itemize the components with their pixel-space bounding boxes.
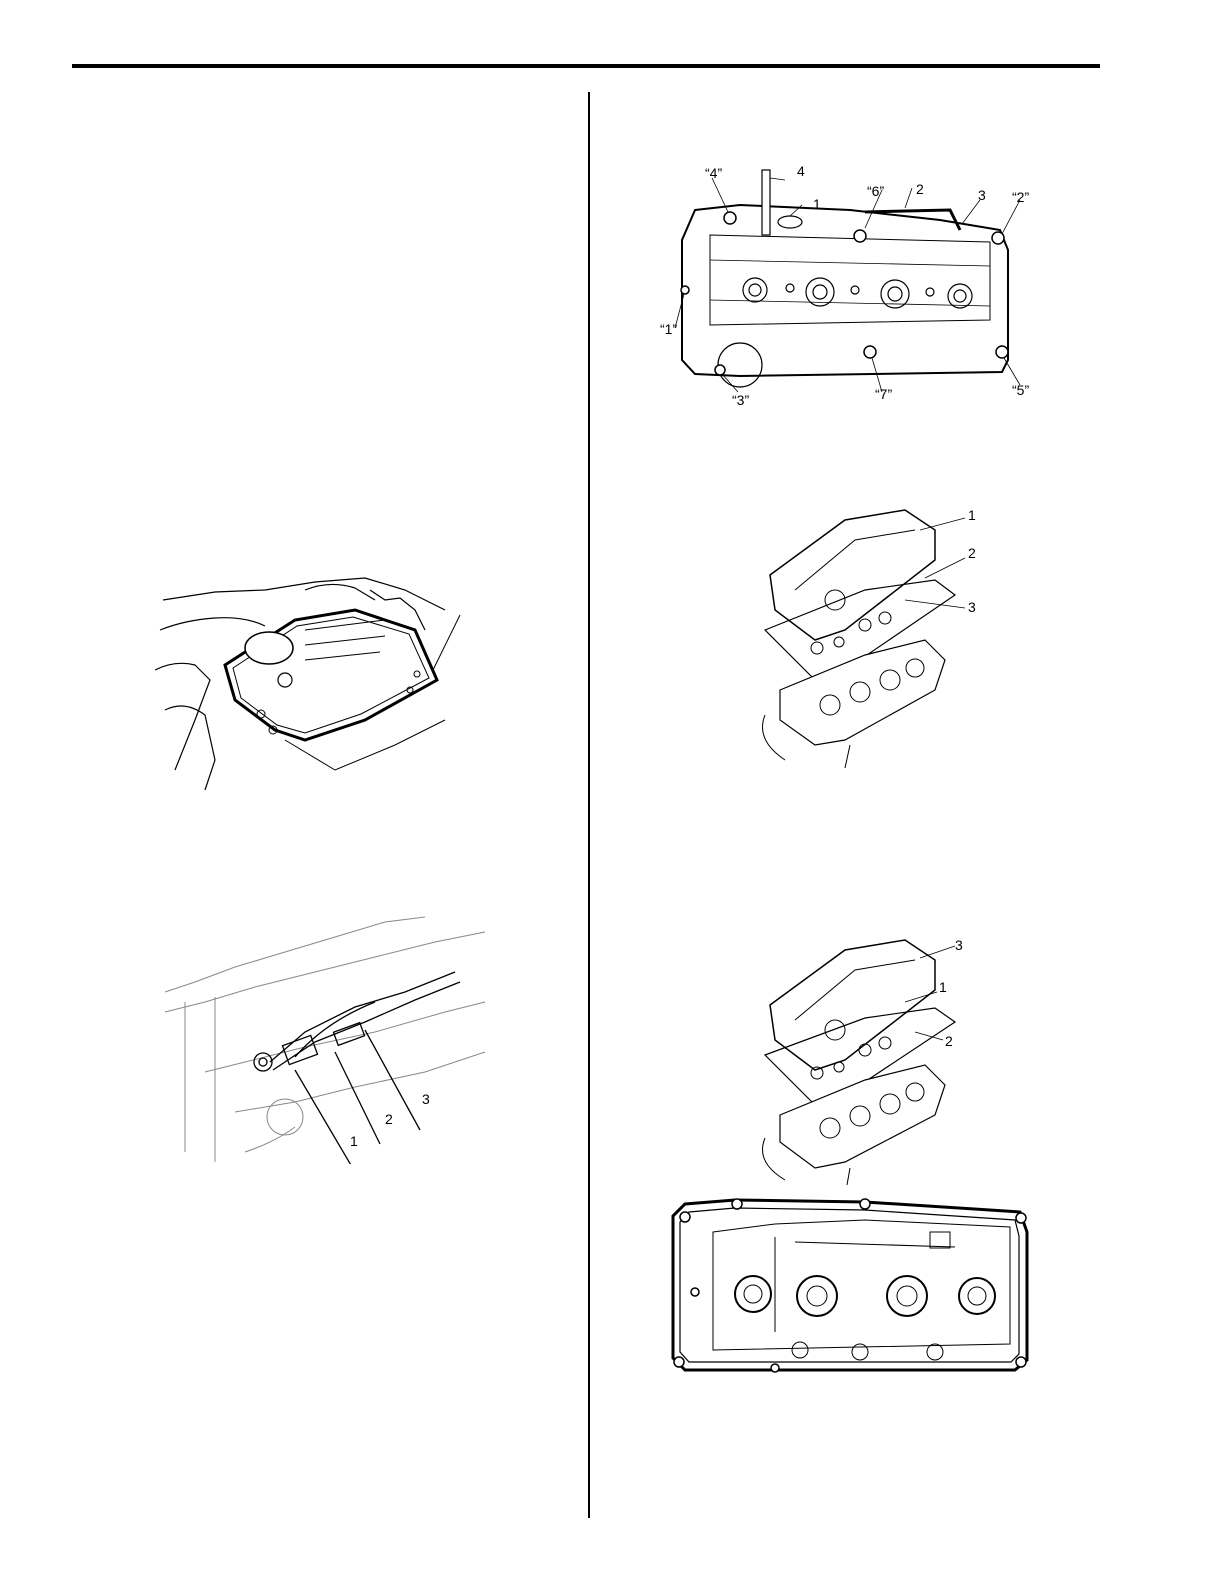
figure-bolt-tightening-sequence: 4 1 2 3 “4” “6” “2” “1” “3” “7” “5” [650, 160, 1040, 410]
figure-cover-gasket-removal: 1 2 3 [755, 500, 985, 768]
callout-2: 2 [385, 1112, 393, 1126]
figure-ignition-coil-harness: 1 2 3 [155, 912, 490, 1164]
callout-1: 1 [968, 508, 976, 522]
gasket-exploded-illustration-2 [755, 930, 985, 1185]
callout-2: 2 [945, 1034, 953, 1048]
callout-3: 3 [955, 938, 963, 952]
bolt-order-1: “1” [660, 322, 677, 336]
callout-4: 4 [797, 164, 805, 178]
callout-2: 2 [968, 546, 976, 560]
engine-cover-illustration [155, 570, 475, 795]
callout-1: 1 [939, 980, 947, 994]
figure-cover-underside-gasket-groove [665, 1192, 1035, 1378]
coil-harness-illustration [155, 912, 490, 1164]
bolt-order-5: “5” [1012, 383, 1029, 397]
figure-cylinder-head-cover-installed [155, 570, 475, 795]
callout-3: 3 [978, 188, 986, 202]
callout-3: 3 [422, 1092, 430, 1106]
bolt-order-2: “2” [1012, 190, 1029, 204]
bolt-order-7: “7” [875, 387, 892, 401]
bolt-order-6: “6” [867, 184, 884, 198]
callout-1: 1 [813, 197, 821, 211]
bolt-order-3: “3” [732, 393, 749, 407]
callout-3: 3 [968, 600, 976, 614]
bolt-order-4: “4” [705, 166, 722, 180]
column-divider [588, 92, 590, 1518]
gasket-exploded-illustration-1 [755, 500, 985, 768]
cover-underside-illustration [665, 1192, 1035, 1378]
figure-cover-gasket-installation: 3 1 2 [755, 930, 985, 1185]
callout-2: 2 [916, 182, 924, 196]
callout-1: 1 [350, 1134, 358, 1148]
header-rule [72, 64, 1100, 68]
